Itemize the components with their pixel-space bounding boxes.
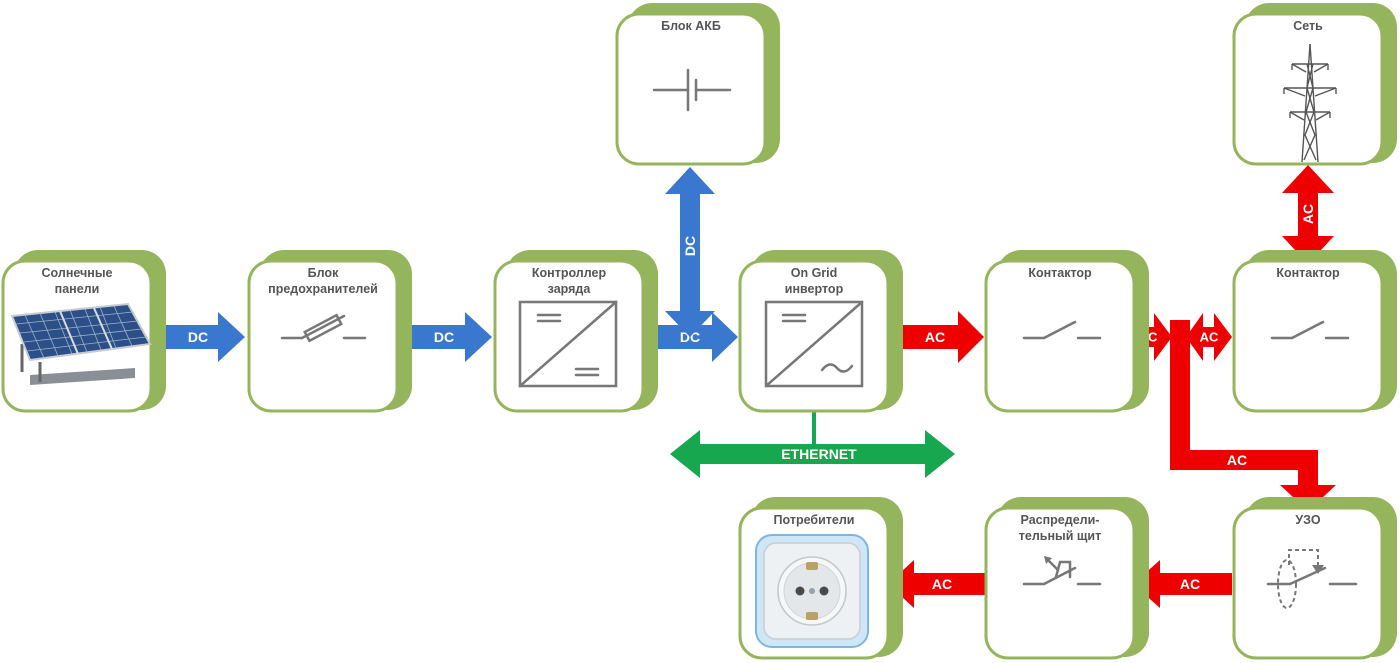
ac-arrow-inverter-to-contactor <box>888 311 984 363</box>
switch-icon <box>1022 320 1102 340</box>
consumers-title: Потребители <box>774 513 855 527</box>
ac-label-dist: AC <box>1180 576 1200 592</box>
ac-label-1: AC <box>925 329 945 345</box>
dc-arrow-fuses-to-controller <box>397 312 492 362</box>
distribution-title-line1: Распредели- <box>1021 513 1100 527</box>
solar-title-line2: панели <box>55 282 100 296</box>
distribution-title-line2: тельный щит <box>1019 529 1101 543</box>
ethernet-arrow <box>670 430 955 478</box>
block-rcd: УЗО <box>1232 497 1397 660</box>
grid-title: Сеть <box>1293 19 1323 33</box>
ac-arrow-junction-to-contactor2 <box>1186 313 1232 361</box>
dc-arrow-controller-to-inverter <box>643 312 738 362</box>
ac-arrow-junction-to-rcd <box>1170 320 1336 511</box>
dc-ac-inverter-icon <box>764 300 864 388</box>
ac-arrow-grid-vertical <box>1282 165 1334 264</box>
block-grid: Сеть <box>1232 3 1397 166</box>
dc-label-2: DC <box>434 329 454 345</box>
dc-label-battery: DC <box>682 236 698 256</box>
fuses-title-line1: Блок <box>308 266 339 280</box>
ac-arrow-contactor-to-junction <box>1133 313 1172 361</box>
ac-label-grid: AC <box>1300 204 1316 224</box>
inverter-title-line1: On Grid <box>791 266 838 280</box>
switch-icon <box>1270 320 1350 340</box>
ac-label-3: AC <box>1200 330 1219 345</box>
block-distribution-board: Распредели- тельный щит <box>984 497 1149 660</box>
fuses-title-line2: предохранителей <box>268 282 378 296</box>
block-contactor-2: Контактор <box>1232 250 1397 413</box>
block-consumers: Потребители <box>738 497 903 660</box>
ac-arrow-distribution-to-consumers <box>888 560 985 608</box>
block-fuses: Блок предохранителей <box>247 250 412 413</box>
inverter-title-line2: инвертор <box>785 282 844 296</box>
contactor1-title: Контактор <box>1028 266 1092 280</box>
rcd-title: УЗО <box>1295 513 1320 527</box>
battery-icon <box>652 68 732 112</box>
ac-arrow-rcd-to-distribution <box>1133 560 1232 608</box>
breaker-icon <box>1022 556 1102 586</box>
block-contactor-1: Контактор <box>984 250 1149 413</box>
dc-label-1: DC <box>188 329 208 345</box>
block-charge-controller: Контроллер заряда <box>493 250 658 413</box>
solar-title-line1: Солнечные <box>42 266 113 280</box>
controller-title-line2: заряда <box>548 282 592 296</box>
block-solar-panels: Солнечные панели <box>1 250 166 413</box>
ethernet-label: ETHERNET <box>781 446 857 462</box>
battery-title: Блок АКБ <box>661 19 721 33</box>
controller-title-line1: Контроллер <box>532 266 607 280</box>
power-socket-icon <box>755 534 869 648</box>
solar-panel-icon <box>10 302 152 385</box>
rcd-icon <box>1266 549 1358 609</box>
dc-dc-converter-icon <box>518 300 618 388</box>
contactor2-title: Контактор <box>1276 266 1340 280</box>
ac-label-cons: AC <box>932 576 952 592</box>
block-battery: Блок АКБ <box>615 3 780 166</box>
ethernet-stem <box>812 410 816 448</box>
block-inverter: On Grid инвертор <box>738 250 903 413</box>
fuse-icon <box>280 313 367 343</box>
power-tower-icon <box>1283 43 1337 163</box>
dc-arrow-battery-vertical <box>665 167 715 337</box>
ac-label-rcd: AC <box>1227 452 1247 468</box>
dc-arrow-solar-to-fuses <box>150 312 245 362</box>
